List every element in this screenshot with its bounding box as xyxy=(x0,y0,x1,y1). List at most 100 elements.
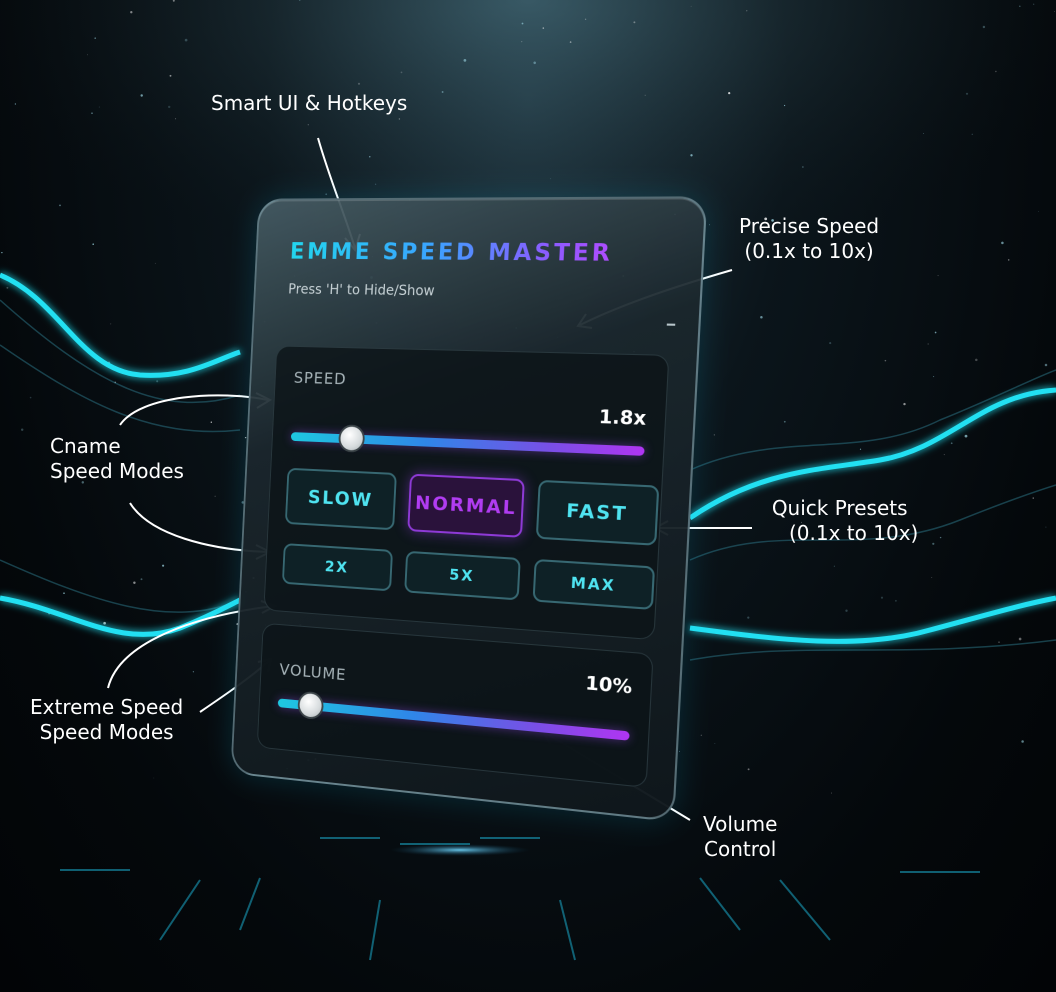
annotation-precise-speed-line2: (0.1x to 10x) xyxy=(744,239,874,263)
star xyxy=(400,71,403,74)
star xyxy=(1032,497,1034,499)
preset-5x-button[interactable]: 5X xyxy=(404,550,521,601)
star xyxy=(975,358,978,362)
minimize-icon[interactable] xyxy=(666,323,676,326)
star xyxy=(1021,740,1024,743)
volume-slider-thumb[interactable] xyxy=(297,690,325,721)
star xyxy=(92,243,94,245)
star xyxy=(933,376,935,378)
star xyxy=(760,316,763,319)
star xyxy=(533,61,536,65)
star xyxy=(633,21,636,24)
annotation-volume-line1: Volume xyxy=(703,812,778,836)
star xyxy=(746,10,748,12)
star xyxy=(398,118,401,120)
star xyxy=(894,599,897,602)
star xyxy=(971,133,973,135)
preset-2x-button[interactable]: 2X xyxy=(281,543,394,592)
star xyxy=(931,577,933,578)
star xyxy=(965,92,969,95)
star xyxy=(1044,363,1048,367)
star xyxy=(880,596,884,599)
star xyxy=(550,178,552,180)
star xyxy=(168,105,171,109)
star xyxy=(20,428,24,431)
preset-max-button[interactable]: MAX xyxy=(532,558,656,610)
star xyxy=(325,193,328,196)
speed-master-panel: EMME SPEED MASTER Press 'H' to Hide/Show… xyxy=(230,196,708,823)
star xyxy=(87,54,88,56)
star xyxy=(1045,526,1047,528)
star xyxy=(6,286,9,289)
panel-container: EMME SPEED MASTER Press 'H' to Hide/Show… xyxy=(210,182,710,832)
star xyxy=(463,59,467,62)
annotation-precise-speed-line1: Precise Speed xyxy=(739,214,880,238)
speed-slider-thumb[interactable] xyxy=(337,424,365,453)
preset-normal-button[interactable]: NORMAL xyxy=(407,473,525,538)
star xyxy=(747,768,750,771)
speed-label: SPEED xyxy=(293,368,347,389)
speed-value: 1.8x xyxy=(598,405,647,431)
star xyxy=(934,331,937,334)
faint-wave-lines xyxy=(0,299,1056,661)
star xyxy=(298,0,301,1)
volume-slider[interactable] xyxy=(277,690,630,750)
speed-slider[interactable] xyxy=(290,424,645,465)
star xyxy=(833,565,836,567)
preset-fast-button[interactable]: FAST xyxy=(535,479,660,546)
star xyxy=(1007,259,1010,261)
annotation-extreme-line1: Extreme Speed xyxy=(30,695,184,719)
star xyxy=(110,323,112,325)
annotation-cname-line2: Speed Modes xyxy=(50,459,184,483)
star xyxy=(831,792,832,794)
star xyxy=(982,25,986,29)
star xyxy=(154,262,156,264)
preset-grid: SLOW NORMAL FAST 2X 5X MAX xyxy=(281,467,660,610)
volume-label: VOLUME xyxy=(279,659,347,685)
floor-streaks xyxy=(60,837,980,961)
annotation-quick-presets-line1: Quick Presets xyxy=(771,496,908,520)
annotation-extreme-modes: Extreme Speed Speed Modes xyxy=(30,695,183,745)
star xyxy=(845,609,848,612)
star xyxy=(98,106,100,108)
star xyxy=(175,118,177,120)
star xyxy=(14,103,17,105)
star xyxy=(569,41,572,43)
star xyxy=(521,22,524,25)
glowing-wave-lines xyxy=(0,272,1056,644)
star xyxy=(1019,5,1021,7)
annotation-precise-speed: Precise Speed (0.1x to 10x) xyxy=(739,214,879,264)
star xyxy=(884,359,887,362)
star xyxy=(764,217,768,221)
annotation-smart-ui: Smart UI & Hotkeys xyxy=(211,91,407,116)
star xyxy=(140,94,143,97)
star xyxy=(169,74,172,77)
star xyxy=(369,156,371,158)
star xyxy=(700,734,702,736)
star xyxy=(308,98,310,100)
star xyxy=(932,542,935,545)
star xyxy=(542,27,545,29)
star xyxy=(714,743,716,744)
preset-slow-button[interactable]: SLOW xyxy=(284,467,397,531)
star xyxy=(690,154,693,157)
star xyxy=(1001,241,1004,245)
star xyxy=(943,454,945,456)
star xyxy=(690,5,692,7)
star xyxy=(103,621,106,625)
annotation-volume-line2: Control xyxy=(704,837,777,861)
star xyxy=(950,442,953,445)
annotation-quick-presets: Quick Presets (0.1x to 10x) xyxy=(761,496,919,546)
star xyxy=(679,750,680,752)
annotation-extreme-line2: Speed Modes xyxy=(39,720,174,744)
star xyxy=(81,481,85,484)
star xyxy=(1038,211,1040,213)
volume-slider-track[interactable] xyxy=(277,698,630,741)
speed-section: SPEED 1.8x SLOW NORMAL FAST 2X 5X MAX xyxy=(263,345,670,641)
star xyxy=(713,434,715,436)
annotation-cname-line1: Cname xyxy=(50,434,121,458)
star xyxy=(771,219,774,222)
volume-section: VOLUME 10% xyxy=(256,622,654,789)
star xyxy=(140,578,143,581)
annotation-quick-presets-line2: (0.1x to 10x) xyxy=(789,521,919,545)
